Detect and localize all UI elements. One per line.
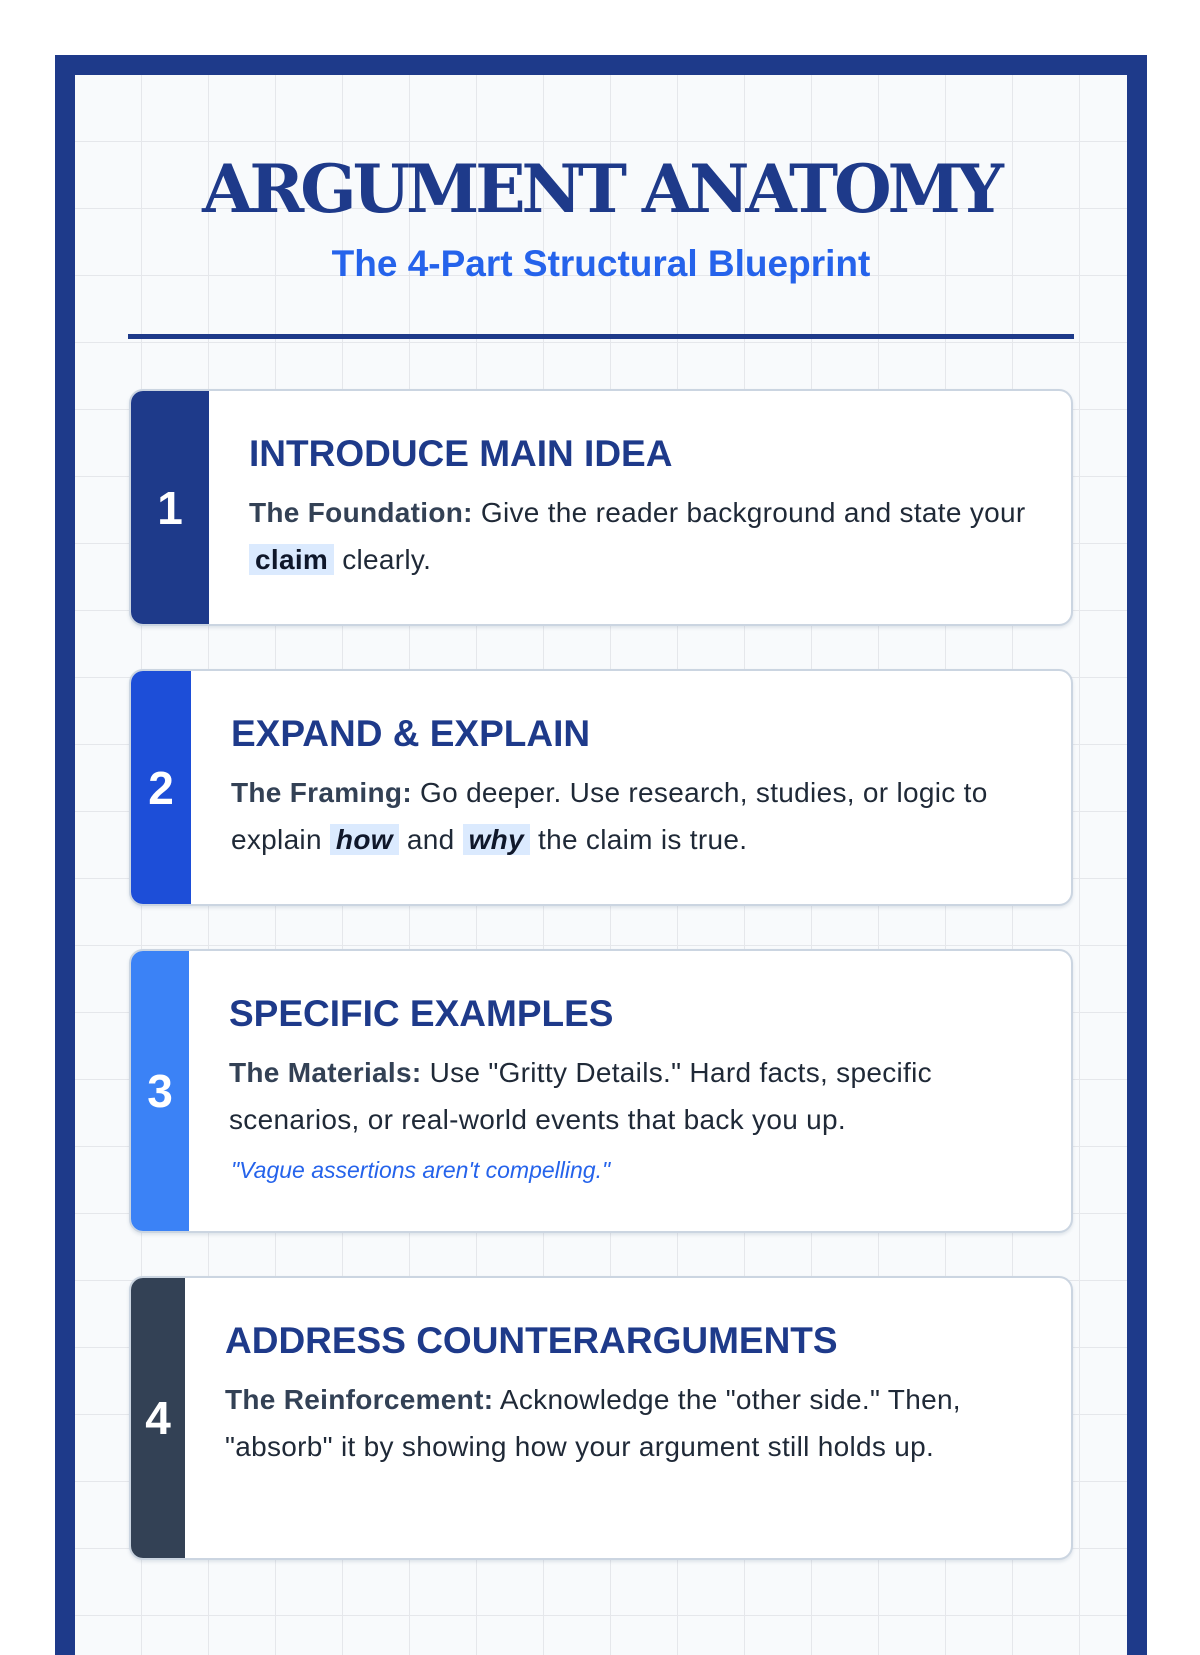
page-title: ARGUMENT ANATOMY xyxy=(202,150,1004,228)
step-card-4: 4 ADDRESS COUNTERARGUMENTS The Reinforce… xyxy=(129,1276,1073,1560)
step-number: 3 xyxy=(131,951,189,1231)
highlight: how xyxy=(329,824,399,855)
step-heading: SPECIFIC EXAMPLES xyxy=(229,993,614,1034)
step-number: 1 xyxy=(131,391,209,624)
step-lead: The Foundation: xyxy=(249,497,473,528)
step-description: The Framing: Go deeper. Use research, st… xyxy=(231,769,1035,863)
highlight: why xyxy=(462,824,530,855)
poster-frame: ARGUMENT ANATOMY The 4-Part Structural B… xyxy=(55,55,1147,1655)
step-lead: The Reinforcement: xyxy=(225,1384,494,1415)
text: and xyxy=(398,824,463,855)
page-subtitle: The 4-Part Structural Blueprint xyxy=(331,243,871,284)
step-lead: The Materials: xyxy=(229,1057,422,1088)
step-description: The Materials: Use "Gritty Details." Har… xyxy=(229,1049,1035,1143)
step-quote: "Vague assertions aren't compelling." xyxy=(231,1157,611,1183)
text: Acknowledge the "other side." Then, "abs… xyxy=(225,1384,961,1462)
step-description: The Reinforcement: Acknowledge the "othe… xyxy=(225,1376,1035,1470)
step-lead: The Framing: xyxy=(231,777,412,808)
step-card-3: 3 SPECIFIC EXAMPLES The Materials: Use "… xyxy=(129,949,1073,1233)
text: Give the reader background and state you… xyxy=(472,497,1026,528)
step-card-2: 2 EXPAND & EXPLAIN The Framing: Go deepe… xyxy=(129,669,1073,906)
step-heading: INTRODUCE MAIN IDEA xyxy=(249,433,673,474)
step-heading: ADDRESS COUNTERARGUMENTS xyxy=(225,1320,838,1361)
step-card-1: 1 INTRODUCE MAIN IDEA The Foundation: Gi… xyxy=(129,389,1073,626)
text: clearly. xyxy=(334,544,432,575)
divider xyxy=(128,334,1074,339)
highlight: claim xyxy=(249,544,335,575)
step-number: 2 xyxy=(131,671,191,904)
text: Go deeper. Use research, studies, or log… xyxy=(231,777,988,855)
step-description: The Foundation: Give the reader backgrou… xyxy=(249,489,1035,583)
step-heading: EXPAND & EXPLAIN xyxy=(231,713,591,754)
text: Use "Gritty Details." Hard facts, specif… xyxy=(229,1057,932,1135)
step-number: 4 xyxy=(131,1278,185,1558)
text: the claim is true. xyxy=(529,824,748,855)
